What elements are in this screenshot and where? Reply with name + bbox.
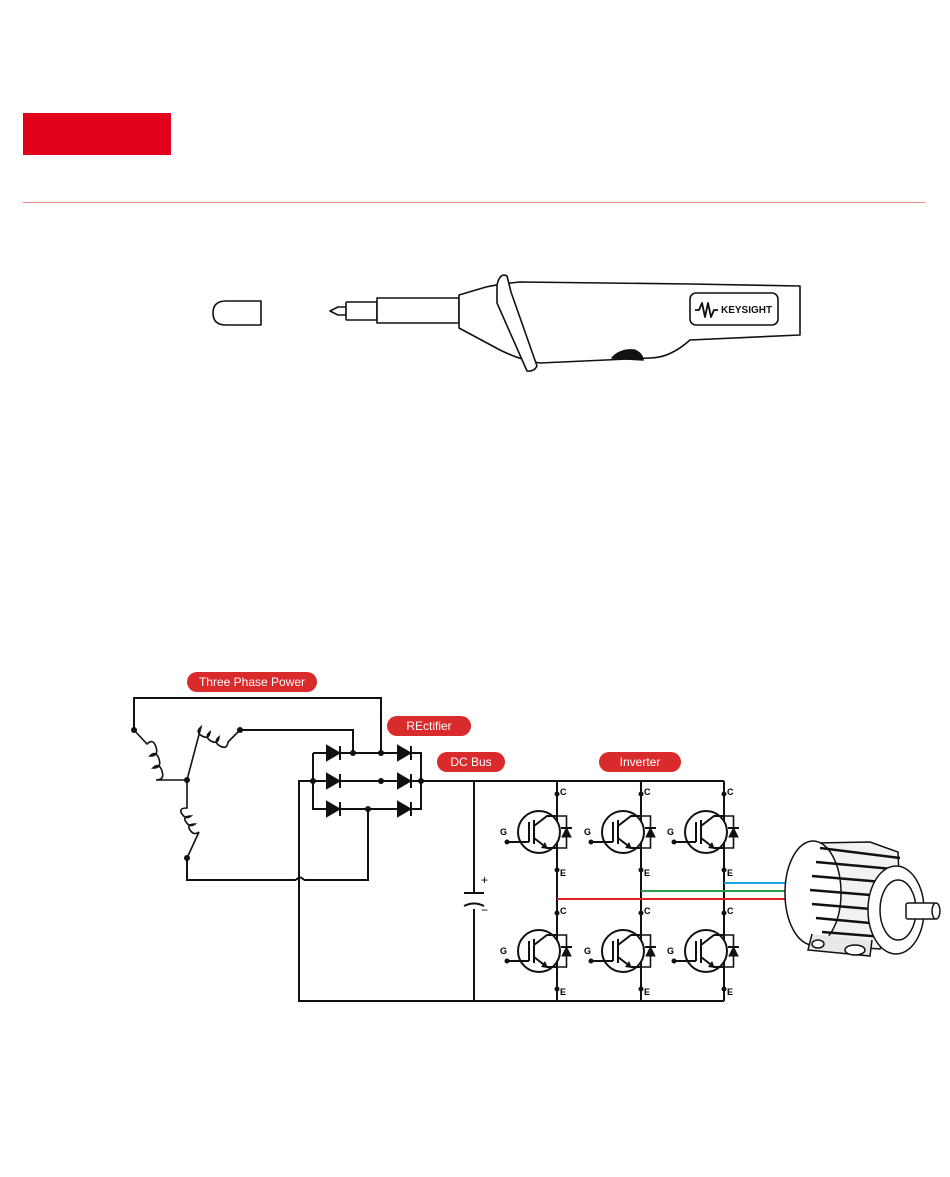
- diode-icon: [398, 774, 411, 788]
- electric-motor-icon: [785, 841, 940, 956]
- dc-bus-label: DC Bus: [437, 752, 505, 772]
- diode-icon: [327, 774, 340, 788]
- gate-pin-label: G: [584, 827, 591, 837]
- capacitor-plus: +: [481, 873, 488, 887]
- capacitor-minus: −: [481, 903, 488, 917]
- diode-icon: [327, 746, 340, 760]
- vfd-circuit-diagram: Three Phase Power REctifier DC Bus Inver…: [131, 672, 940, 1001]
- rectifier-label: REctifier: [387, 716, 471, 736]
- gate-pin-label: G: [667, 827, 674, 837]
- svg-text:Inverter: Inverter: [620, 755, 661, 769]
- emitter-pin-label: E: [560, 987, 566, 997]
- igbt-icon: C E G: [667, 787, 739, 878]
- gate-pin-label: G: [667, 946, 674, 956]
- rectifier-bridge: [310, 746, 424, 816]
- gate-pin-label: G: [500, 946, 507, 956]
- diode-icon: [327, 802, 340, 816]
- inverter-label: Inverter: [599, 752, 681, 772]
- probe-tip-cap-icon: [213, 301, 261, 325]
- igbt-icon: C E G: [500, 906, 572, 997]
- three-phase-source: [131, 698, 381, 880]
- igbt-icon: C E G: [584, 787, 656, 878]
- emitter-pin-label: E: [644, 987, 650, 997]
- igbt-icon: C E G: [667, 906, 739, 997]
- collector-pin-label: C: [560, 906, 567, 916]
- gate-pin-label: G: [500, 827, 507, 837]
- igbt-icon: C E G: [584, 906, 656, 997]
- three-phase-label: Three Phase Power: [187, 672, 317, 692]
- diode-icon: [398, 746, 411, 760]
- svg-text:REctifier: REctifier: [406, 719, 451, 733]
- probe-shaft-icon: [377, 298, 459, 323]
- collector-pin-label: C: [727, 787, 734, 797]
- collector-pin-label: C: [644, 906, 651, 916]
- diode-icon: [398, 802, 411, 816]
- phase-coil-c-icon: [181, 780, 199, 858]
- emitter-pin-label: E: [644, 868, 650, 878]
- probe-collar-icon: [346, 302, 377, 320]
- probe-needle-icon: [330, 307, 346, 315]
- phase-coil-b-icon: [187, 727, 240, 780]
- svg-text:Three Phase Power: Three Phase Power: [199, 675, 305, 689]
- emitter-pin-label: E: [727, 987, 733, 997]
- emitter-pin-label: E: [727, 868, 733, 878]
- phase-coil-a-icon: [134, 730, 187, 780]
- gate-pin-label: G: [584, 946, 591, 956]
- igbt-icon: C E G: [500, 787, 572, 878]
- probe-brand-logo: KEYSIGHT: [721, 305, 772, 316]
- emitter-pin-label: E: [560, 868, 566, 878]
- collector-pin-label: C: [644, 787, 651, 797]
- collector-pin-label: C: [560, 787, 567, 797]
- svg-text:DC Bus: DC Bus: [450, 755, 491, 769]
- motor-phase-wires: [557, 883, 790, 899]
- collector-pin-label: C: [727, 906, 734, 916]
- probe-illustration: KEYSIGHT: [213, 275, 800, 371]
